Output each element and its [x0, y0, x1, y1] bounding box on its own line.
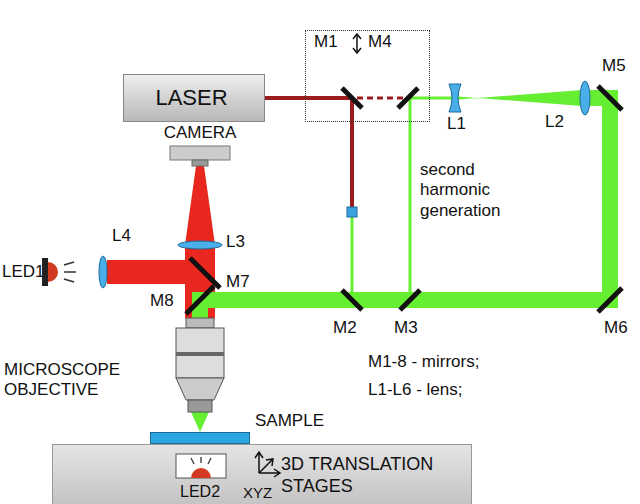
led-beam: [107, 260, 200, 284]
move-arrow-heads: [353, 34, 361, 53]
part-label: L3: [226, 232, 245, 252]
part-label: M7: [226, 272, 250, 292]
microscope-objective: MICROSCOPE OBJECTIVE: [176, 318, 224, 412]
stage-window: [176, 454, 226, 478]
part-label: L1: [447, 114, 466, 134]
led-ray: [64, 262, 74, 265]
imaging-beam: [185, 166, 215, 245]
laser-beam: [305, 96, 352, 100]
node-label: CAMERA: [138, 123, 262, 143]
led-dome: [48, 262, 58, 282]
led2-drawing: [166, 453, 236, 480]
camera-mount: [192, 160, 208, 166]
flip-mirror-box: M1 M4: [305, 30, 430, 122]
sample-slab: SAMPLE: [150, 432, 250, 444]
shg-crystal: [347, 207, 357, 217]
mirror: [398, 88, 418, 108]
led-ray: [208, 458, 211, 464]
part-label: M3: [394, 318, 418, 338]
focused-beam: [191, 412, 209, 432]
led-dome: [191, 468, 211, 478]
node-label: M4: [368, 32, 392, 52]
mirror: [186, 286, 214, 314]
convex-lens: [178, 241, 222, 249]
convex-lens: [580, 81, 590, 115]
concave-lens: [449, 84, 461, 112]
laser-box: LASER: [123, 74, 265, 122]
node-label: LASER: [124, 75, 259, 121]
objective-band: [176, 352, 224, 356]
part-label: M8: [150, 291, 174, 311]
mirror: [342, 88, 362, 108]
part-label: M1-8 - mirrors;: [368, 352, 479, 372]
laser-beam: [265, 96, 305, 100]
led-ray: [191, 458, 194, 464]
objective-tip: [188, 400, 212, 412]
convex-lens: [99, 256, 107, 288]
green-beam-expanding: [458, 90, 582, 106]
mirror: [598, 86, 622, 110]
node-label: LED2: [180, 482, 220, 501]
camera: CAMERA: [170, 146, 230, 166]
led-ray: [200, 457, 201, 463]
part-label: M5: [602, 56, 626, 76]
part-label: L1-L6 - lens;: [368, 380, 463, 400]
part-label: LED1: [2, 262, 45, 282]
part-label: XYZ: [243, 484, 272, 502]
node-label: SAMPLE: [255, 411, 324, 431]
camera-body: [170, 146, 230, 160]
beam-splitter: [190, 258, 220, 288]
led-ray: [64, 279, 74, 282]
objective-body: [176, 328, 224, 378]
node-label: M1: [314, 32, 338, 52]
part-label: M2: [333, 318, 357, 338]
objective-taper: [176, 378, 224, 400]
objective-cap: [186, 318, 214, 328]
node-label: MICROSCOPE OBJECTIVE: [4, 360, 144, 401]
mirror: [598, 288, 622, 312]
axis-arrow: [259, 459, 273, 473]
green-beam: [200, 98, 610, 318]
laser-beam: [350, 98, 354, 208]
led2-window: LED2: [166, 453, 236, 504]
led-ray: [64, 271, 76, 273]
laser-beam-dashed: [357, 97, 404, 100]
mirror: [342, 290, 362, 310]
node-label: 3D TRANSLATION STAGES: [281, 454, 466, 497]
part-label: second harmonic generation: [420, 160, 525, 221]
part-label: L4: [112, 226, 131, 246]
mirror: [400, 290, 420, 310]
move-arrow: [356, 35, 358, 52]
part-label: L2: [545, 112, 564, 132]
part-label: M6: [604, 318, 628, 338]
